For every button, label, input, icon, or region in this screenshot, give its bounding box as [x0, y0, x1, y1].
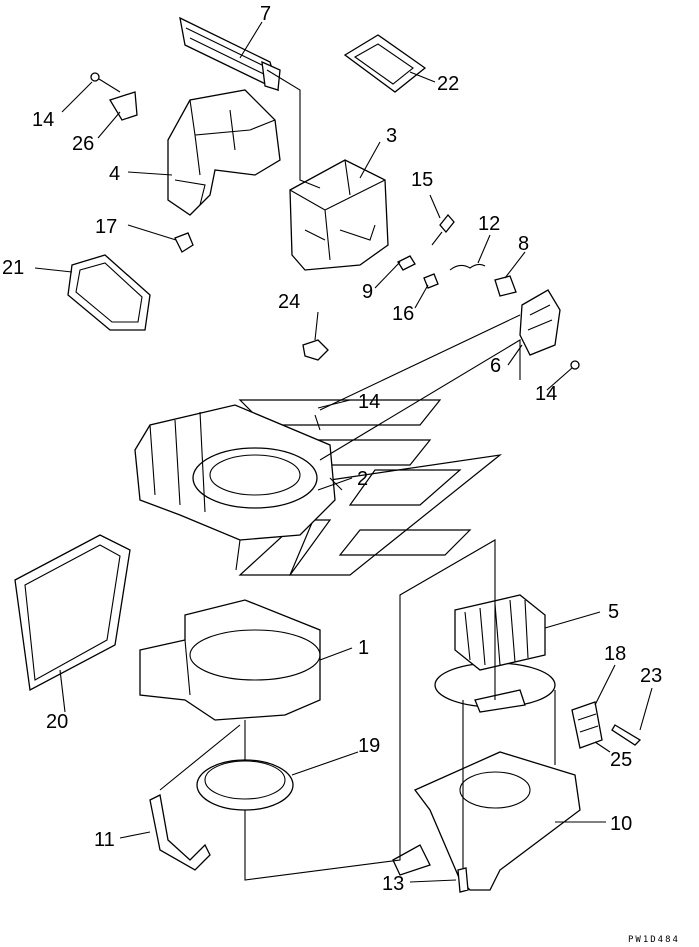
part-7-filter-panel: [179, 16, 281, 92]
callout-14: 14: [358, 391, 380, 413]
callout-15: 15: [411, 169, 433, 191]
callout-4: 4: [109, 163, 120, 185]
callout-3: 3: [386, 125, 397, 147]
part-3-upper-housing: [289, 159, 389, 271]
callout-6: 6: [490, 355, 501, 377]
callout-2: 2: [357, 468, 368, 490]
part-24-connector: [302, 339, 329, 361]
callout-22: 22: [437, 73, 459, 95]
callout-8: 8: [518, 233, 529, 255]
part-17-clip: [174, 232, 194, 253]
callout-1: 1: [358, 637, 369, 659]
leader-lines: [34, 21, 653, 883]
part-18-resistor: [571, 701, 642, 749]
part-13-bolt: [457, 700, 469, 893]
callout-19: 19: [358, 735, 380, 757]
part-22-gasket: [343, 34, 427, 93]
part-11-hose: [149, 794, 211, 871]
callout-21: 21: [2, 257, 24, 279]
callout-26: 26: [72, 133, 94, 155]
callout-14: 14: [32, 109, 54, 131]
callout-24: 24: [278, 291, 300, 313]
drawing-code: PW1D484: [628, 935, 680, 945]
callout-12: 12: [478, 213, 500, 235]
callout-11: 11: [94, 829, 115, 851]
callout-20: 20: [46, 711, 68, 733]
callout-25: 25: [610, 749, 632, 771]
callout-13: 13: [382, 873, 404, 895]
callout-14: 14: [535, 383, 557, 405]
part-21-gasket: [67, 254, 151, 331]
callout-18: 18: [604, 643, 626, 665]
part-1-lower-housing: [139, 599, 321, 721]
part-2-fan-housing: [134, 404, 336, 571]
callout-7: 7: [260, 3, 271, 25]
callout-17: 17: [95, 216, 117, 238]
part-19-ring: [196, 759, 294, 811]
part-26-bracket: [90, 72, 138, 121]
callout-23: 23: [640, 665, 662, 687]
callout-16: 16: [392, 303, 414, 325]
callout-10: 10: [610, 813, 632, 835]
part-4-duct: [167, 89, 281, 216]
callout-9: 9: [362, 281, 373, 303]
callout-labels: 7 22 14 26 3 4 15 17 12 8 21 9 16 24 6 1…: [2, 3, 662, 895]
part-20-frame: [14, 534, 131, 692]
part-6-actuator: [519, 289, 580, 370]
callout-5: 5: [608, 601, 619, 623]
part-10-bracket: [392, 751, 581, 891]
